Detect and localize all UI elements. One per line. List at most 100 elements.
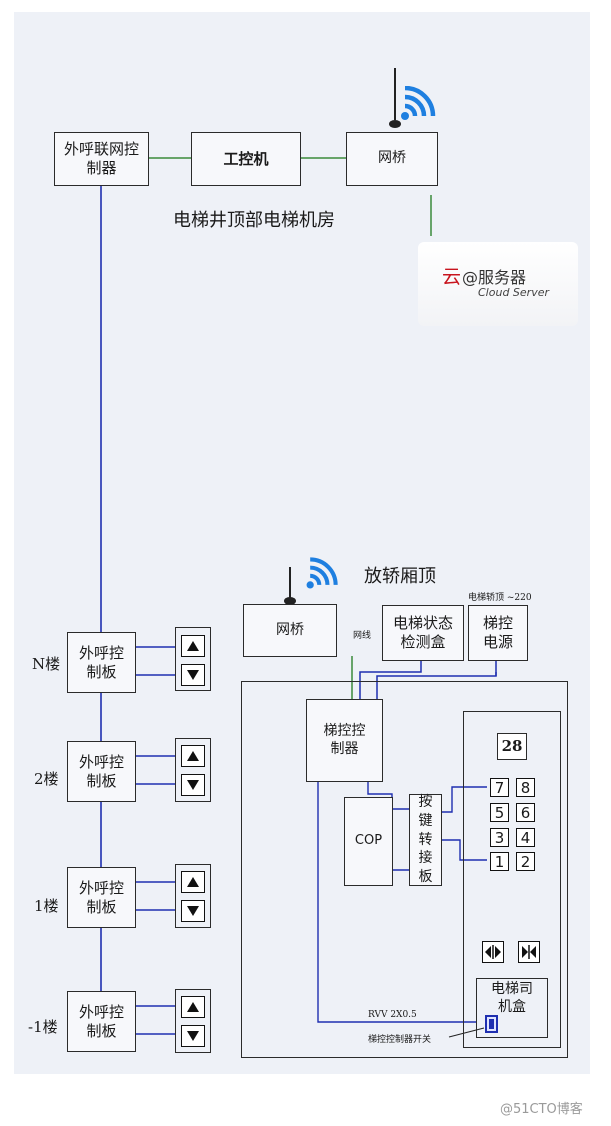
network-bridge-car-top-label: 网桥 bbox=[276, 621, 304, 638]
up-arrow-icon bbox=[187, 641, 199, 651]
up-arrow-icon bbox=[187, 751, 199, 761]
wifi-icon-car-top bbox=[306, 557, 338, 589]
floor-key-3-label: 3 bbox=[494, 828, 505, 847]
network-bridge-car-top: 网桥 bbox=[243, 604, 337, 657]
hall-call-network-controller-label: 外呼联网控制器 bbox=[63, 140, 139, 177]
floor-key-1[interactable]: 1 bbox=[490, 852, 509, 871]
wifi-icon-machine-room bbox=[401, 86, 436, 120]
cable-spec-label: RVV 2X0.5 bbox=[368, 1010, 417, 1020]
hall-call-network-controller: 外呼联网控制器 bbox=[54, 132, 149, 186]
key-adapter-board-label: 按键转接板 bbox=[418, 793, 433, 886]
floor-label-n: N楼 bbox=[32, 655, 61, 673]
hall-call-panel-1: 外呼控制板 bbox=[67, 867, 136, 928]
down-button-1[interactable] bbox=[181, 900, 205, 922]
hall-call-panel-1-label: 外呼控制板 bbox=[78, 878, 124, 916]
up-button-minus-1[interactable] bbox=[181, 996, 205, 1018]
industrial-pc: 工控机 bbox=[191, 132, 301, 186]
floor-display: 28 bbox=[497, 733, 527, 760]
call-buttons-minus-1 bbox=[175, 989, 211, 1053]
elevator-controller: 梯控控制器 bbox=[306, 699, 383, 782]
cloud-server-subtitle: Cloud Server bbox=[478, 286, 549, 299]
link-keyboard-keys-2 bbox=[441, 839, 487, 861]
hall-call-panel-minus-1: 外呼控制板 bbox=[67, 991, 136, 1052]
floor-key-2-label: 2 bbox=[520, 852, 531, 871]
hall-call-panel-minus-1-label: 外呼控制板 bbox=[78, 1002, 124, 1040]
floor-key-7-label: 7 bbox=[494, 778, 505, 797]
floor-label-1: 1楼 bbox=[34, 897, 59, 915]
link-controller-cop bbox=[367, 782, 393, 797]
down-arrow-icon bbox=[187, 1031, 199, 1041]
antenna-icon-car-top bbox=[284, 567, 296, 605]
elevator-control-power-label: 梯控电源 bbox=[482, 614, 513, 651]
up-button-1[interactable] bbox=[181, 871, 205, 893]
cloud-server-title: @服务器 bbox=[462, 268, 527, 287]
controller-switch[interactable] bbox=[485, 1015, 498, 1033]
link-keyboard-keys-1 bbox=[441, 786, 487, 813]
call-buttons-2 bbox=[175, 738, 211, 802]
key-adapter-board: 按键转接板 bbox=[409, 794, 442, 886]
hall-call-panel-n: 外呼控制板 bbox=[67, 632, 136, 693]
link-power-controller bbox=[376, 661, 497, 700]
call-buttons-n bbox=[175, 627, 211, 691]
elevator-status-detector: 电梯状态检测盒 bbox=[382, 605, 464, 661]
cop-panel-label: COP bbox=[354, 833, 383, 849]
car-enclosure bbox=[241, 681, 568, 1058]
switch-pointer bbox=[448, 1027, 485, 1038]
down-arrow-icon bbox=[187, 780, 199, 790]
industrial-pc-label: 工控机 bbox=[223, 149, 269, 168]
floor-display-value: 28 bbox=[501, 737, 523, 756]
machine-room-title: 电梯井顶部电梯机房 bbox=[173, 210, 335, 231]
floor-key-4[interactable]: 4 bbox=[516, 828, 535, 847]
hall-call-panel-2-label: 外呼控制板 bbox=[78, 752, 124, 790]
up-button-n[interactable] bbox=[181, 635, 205, 657]
floor-key-1-label: 1 bbox=[494, 852, 505, 871]
floor-key-8[interactable]: 8 bbox=[516, 778, 535, 797]
link-controller-switch bbox=[317, 782, 476, 1023]
car-top-power-note: 电梯轿顶 ~220 bbox=[468, 593, 532, 603]
up-arrow-icon bbox=[187, 1002, 199, 1012]
floor-key-2[interactable]: 2 bbox=[516, 852, 535, 871]
down-button-2[interactable] bbox=[181, 774, 205, 796]
hall-call-panel-n-label: 外呼控制板 bbox=[78, 643, 124, 681]
call-buttons-1 bbox=[175, 864, 211, 928]
floor-key-5[interactable]: 5 bbox=[490, 803, 509, 822]
floor-key-6-label: 6 bbox=[520, 803, 531, 822]
cloud-server-card: 云 @服务器 Cloud Server bbox=[418, 242, 578, 326]
link-status-controller bbox=[359, 661, 422, 700]
car-operating-panel bbox=[463, 711, 561, 1048]
floor-label-minus-1: -1楼 bbox=[28, 1018, 58, 1036]
driver-box: 电梯司机盒 bbox=[476, 978, 548, 1038]
down-button-minus-1[interactable] bbox=[181, 1025, 205, 1047]
watermark-text: @51CTO博客 bbox=[500, 1102, 583, 1117]
down-button-n[interactable] bbox=[181, 664, 205, 686]
driver-box-label: 电梯司机盒 bbox=[491, 981, 533, 1015]
up-arrow-icon bbox=[187, 877, 199, 887]
floor-key-6[interactable]: 6 bbox=[516, 803, 535, 822]
floor-key-8-label: 8 bbox=[520, 778, 531, 797]
hall-call-panel-2: 外呼控制板 bbox=[67, 741, 136, 802]
controller-switch-label: 梯控控制器开关 bbox=[368, 1035, 432, 1045]
floor-key-3[interactable]: 3 bbox=[490, 828, 509, 847]
network-bridge-machine-room-label: 网桥 bbox=[378, 150, 406, 167]
floor-key-5-label: 5 bbox=[494, 803, 505, 822]
antenna-icon-machine-room bbox=[389, 68, 401, 128]
floor-key-4-label: 4 bbox=[520, 828, 531, 847]
floor-key-7[interactable]: 7 bbox=[490, 778, 509, 797]
door-close-icon bbox=[522, 945, 536, 959]
door-close-button[interactable] bbox=[518, 941, 540, 963]
car-top-title: 放轿厢顶 bbox=[364, 566, 436, 587]
network-cable-label: 网线 bbox=[353, 631, 372, 641]
down-arrow-icon bbox=[187, 670, 199, 680]
elevator-controller-label: 梯控控制器 bbox=[323, 723, 366, 757]
door-open-icon bbox=[485, 945, 501, 959]
elevator-status-detector-label: 电梯状态检测盒 bbox=[392, 614, 453, 651]
floor-label-2: 2楼 bbox=[34, 770, 59, 788]
elevator-control-power: 梯控电源 bbox=[468, 605, 528, 661]
up-button-2[interactable] bbox=[181, 745, 205, 767]
door-open-button[interactable] bbox=[482, 941, 504, 963]
network-bridge-machine-room: 网桥 bbox=[346, 132, 438, 186]
cop-panel: COP bbox=[344, 797, 393, 886]
floor-button-links bbox=[136, 646, 176, 1035]
cloud-server-prefix: 云 bbox=[442, 266, 462, 288]
